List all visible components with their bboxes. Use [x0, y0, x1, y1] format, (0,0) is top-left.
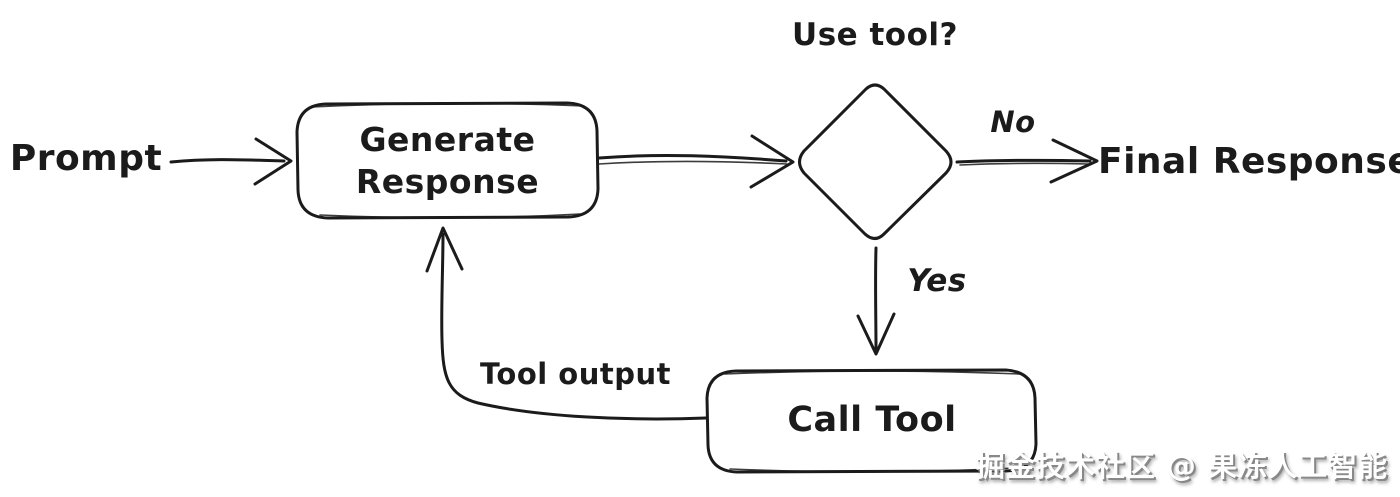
edge-calltool-to-generate [425, 226, 708, 421]
watermark-text: 掘金技术社区 @ 果冻人工智能 [975, 449, 1388, 483]
call-tool-node [705, 368, 1038, 474]
use-tool-decision-node [798, 83, 953, 240]
edge-label-tool-output: Tool output [479, 357, 671, 391]
generate-response-label-text: Generate Response [355, 120, 540, 201]
prompt-node-label: Prompt [9, 138, 163, 179]
edge-decision-to-final [955, 138, 1099, 184]
generate-response-node [295, 101, 600, 220]
edge-label-no: No [990, 105, 1036, 139]
final-response-node-label: Final Response [1098, 141, 1400, 182]
call-tool-label: Call Tool [787, 400, 957, 441]
edge-prompt-to-generate [169, 137, 293, 186]
edge-decision-to-calltool [856, 246, 896, 356]
edge-generate-to-decision [597, 134, 795, 189]
use-tool-label: Use tool? [792, 17, 958, 53]
generate-response-label: Generate Response [298, 103, 597, 218]
edge-label-yes: Yes [907, 263, 967, 299]
